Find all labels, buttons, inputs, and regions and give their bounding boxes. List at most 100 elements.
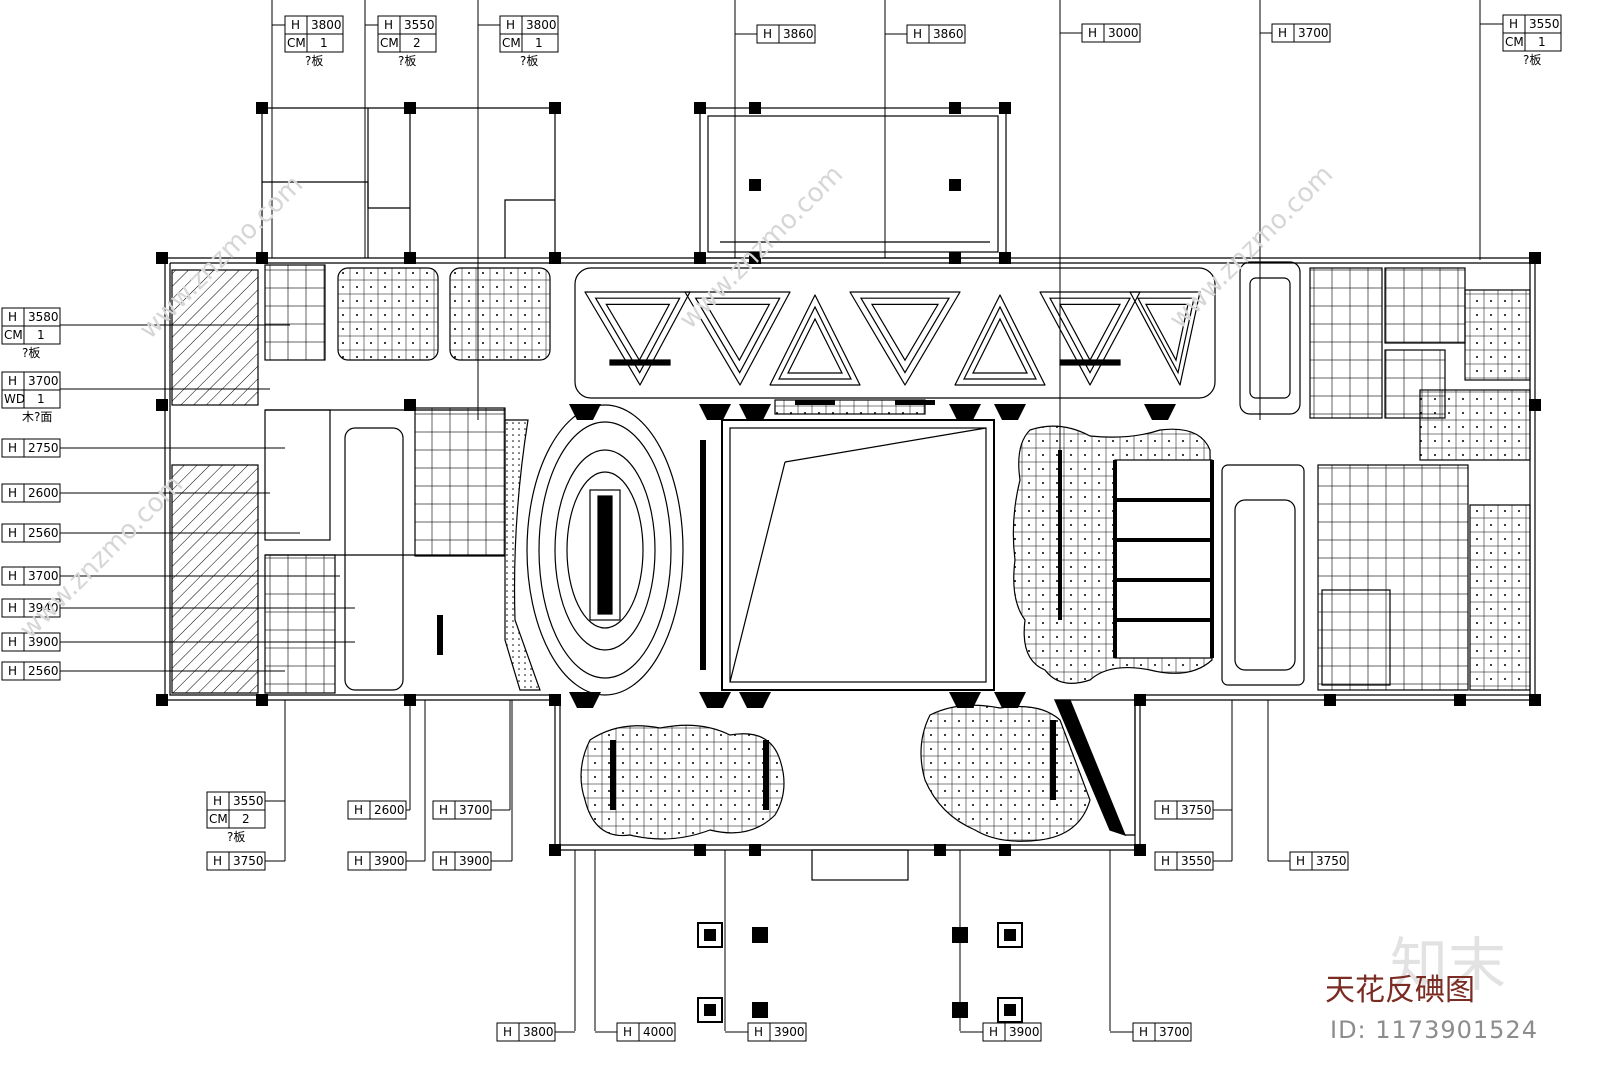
column xyxy=(749,102,761,114)
column xyxy=(156,252,168,264)
tag-note: ?板 xyxy=(227,830,245,844)
tag-code: H xyxy=(354,854,363,868)
triangle-panel-inner xyxy=(963,305,1037,380)
tag-value: 2750 xyxy=(28,441,59,455)
tag-code: H xyxy=(1088,26,1097,40)
tag-code: H xyxy=(384,18,393,32)
column xyxy=(999,252,1011,264)
column xyxy=(256,252,268,264)
structural-columns xyxy=(156,102,1541,856)
tag-code: H xyxy=(439,854,448,868)
triangle-panel-inner xyxy=(778,305,852,380)
tag-sub-value: 2 xyxy=(413,36,421,50)
column xyxy=(1454,694,1466,706)
tag-code: H xyxy=(913,27,922,41)
column xyxy=(949,252,961,264)
tag-code: H xyxy=(8,310,17,324)
tag-value: 3900 xyxy=(374,854,405,868)
elevation-tag: H 3860 xyxy=(906,24,966,44)
bollard-marker-core xyxy=(704,1004,716,1016)
tag-sub-code: CM xyxy=(502,36,521,50)
image-id-label: ID: 1173901524 xyxy=(1330,1016,1538,1044)
linear-light xyxy=(895,400,935,405)
tag-sub-code: CM xyxy=(209,812,228,826)
bollard-marker-core xyxy=(1004,1004,1016,1016)
tag-note: ?板 xyxy=(398,54,416,68)
downlight-fixture xyxy=(994,404,1026,420)
tag-value: 3860 xyxy=(783,27,814,41)
tag-value: 3700 xyxy=(28,374,59,388)
column xyxy=(1324,694,1336,706)
column xyxy=(1529,694,1541,706)
column xyxy=(404,694,416,706)
tag-value: 3900 xyxy=(774,1025,805,1039)
tag-value: 3700 xyxy=(1159,1025,1190,1039)
triangle-panel-inner xyxy=(870,303,940,362)
column xyxy=(1529,399,1541,411)
triangle-panel xyxy=(1129,291,1201,386)
tag-sub-value: 1 xyxy=(37,392,45,406)
tag-value: 3700 xyxy=(459,803,490,817)
bollard-marker xyxy=(752,1002,768,1018)
linear-light xyxy=(437,615,443,655)
tag-code: H xyxy=(8,441,17,455)
triangle-panel-inner xyxy=(594,297,681,374)
downlight-fixture xyxy=(569,404,601,420)
tag-value: 3750 xyxy=(1316,854,1347,868)
tag-value: 3860 xyxy=(933,27,964,41)
tag-note: ?板 xyxy=(22,346,40,360)
tag-value: 3550 xyxy=(1181,854,1212,868)
tag-sub-value: 1 xyxy=(1538,35,1546,49)
column xyxy=(549,694,561,706)
column xyxy=(999,844,1011,856)
triangle-ceiling-panels xyxy=(584,291,1201,415)
column xyxy=(949,102,961,114)
downlight-fixture xyxy=(739,692,771,708)
tag-code: H xyxy=(1139,1025,1148,1039)
building-outline xyxy=(164,107,1536,881)
tag-sub-value: 1 xyxy=(37,328,45,342)
downlight-fixture xyxy=(739,404,771,420)
column xyxy=(256,102,268,114)
triangle-panel xyxy=(584,291,691,386)
tag-value: 3900 xyxy=(28,635,59,649)
tag-value: 2600 xyxy=(28,486,59,500)
tag-code: H xyxy=(1161,854,1170,868)
watermark-logo: 知末 xyxy=(1390,931,1506,999)
column xyxy=(949,179,961,191)
tag-code: H xyxy=(623,1025,632,1039)
elevation-tag: H 3550 xyxy=(1154,851,1214,871)
column xyxy=(694,844,706,856)
tag-code: H xyxy=(439,803,448,817)
tag-value: 3800 xyxy=(523,1025,554,1039)
elevation-tag: H 3750 xyxy=(1289,851,1349,871)
linear-light xyxy=(1059,359,1121,366)
linear-light xyxy=(763,740,769,810)
tag-code: H xyxy=(213,854,222,868)
bollard-marker xyxy=(697,997,723,1023)
column xyxy=(749,252,761,264)
tag-code: H xyxy=(354,803,363,817)
bollard-marker xyxy=(952,1002,968,1018)
tag-value: 2560 xyxy=(28,664,59,678)
triangle-panel-inner xyxy=(605,303,671,362)
column xyxy=(1529,252,1541,264)
triangle-panel-inner xyxy=(694,297,781,374)
tag-code: H xyxy=(1296,854,1305,868)
tag-code: H xyxy=(8,569,17,583)
